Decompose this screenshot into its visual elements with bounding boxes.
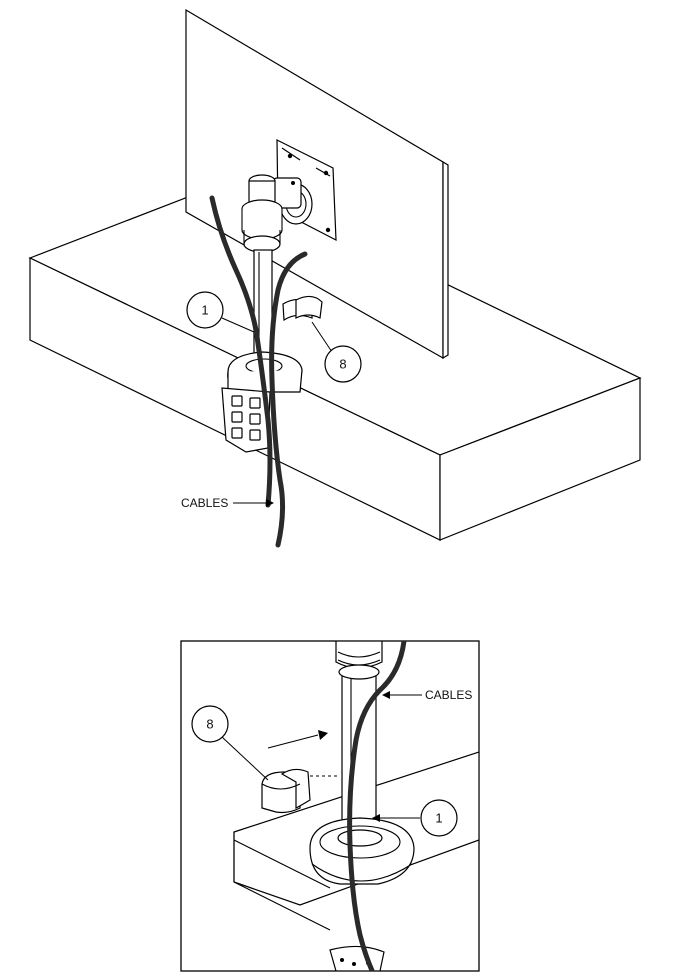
cables-label-detail: CABLES	[382, 688, 472, 702]
cable-clip-top-view	[282, 295, 323, 322]
callout-clip-detail: 8	[191, 705, 269, 781]
callout-clip-top: 8	[311, 321, 362, 383]
cable-clip-detail-view	[261, 768, 340, 814]
direction-arrow	[267, 730, 328, 749]
svg-text:1: 1	[435, 810, 442, 825]
top-illustration: 1 8 CABLES	[28, 8, 642, 548]
cables-label-top: CABLES	[181, 496, 274, 510]
cables-top-view	[209, 195, 308, 548]
svg-text:8: 8	[339, 356, 346, 371]
detail-inset: 8 1 CABLES	[180, 640, 480, 972]
svg-text:CABLES: CABLES	[425, 688, 472, 702]
callout-pole-detail: 1	[372, 799, 458, 837]
swivel-head	[241, 174, 313, 253]
callout-pole-top: 1	[186, 291, 255, 333]
svg-text:1: 1	[201, 302, 208, 317]
pole-detail-view	[335, 641, 383, 843]
svg-text:CABLES: CABLES	[181, 496, 228, 510]
svg-text:8: 8	[206, 716, 213, 731]
cable-detail-view	[347, 641, 407, 971]
clamp-base-detail-view	[309, 817, 415, 971]
